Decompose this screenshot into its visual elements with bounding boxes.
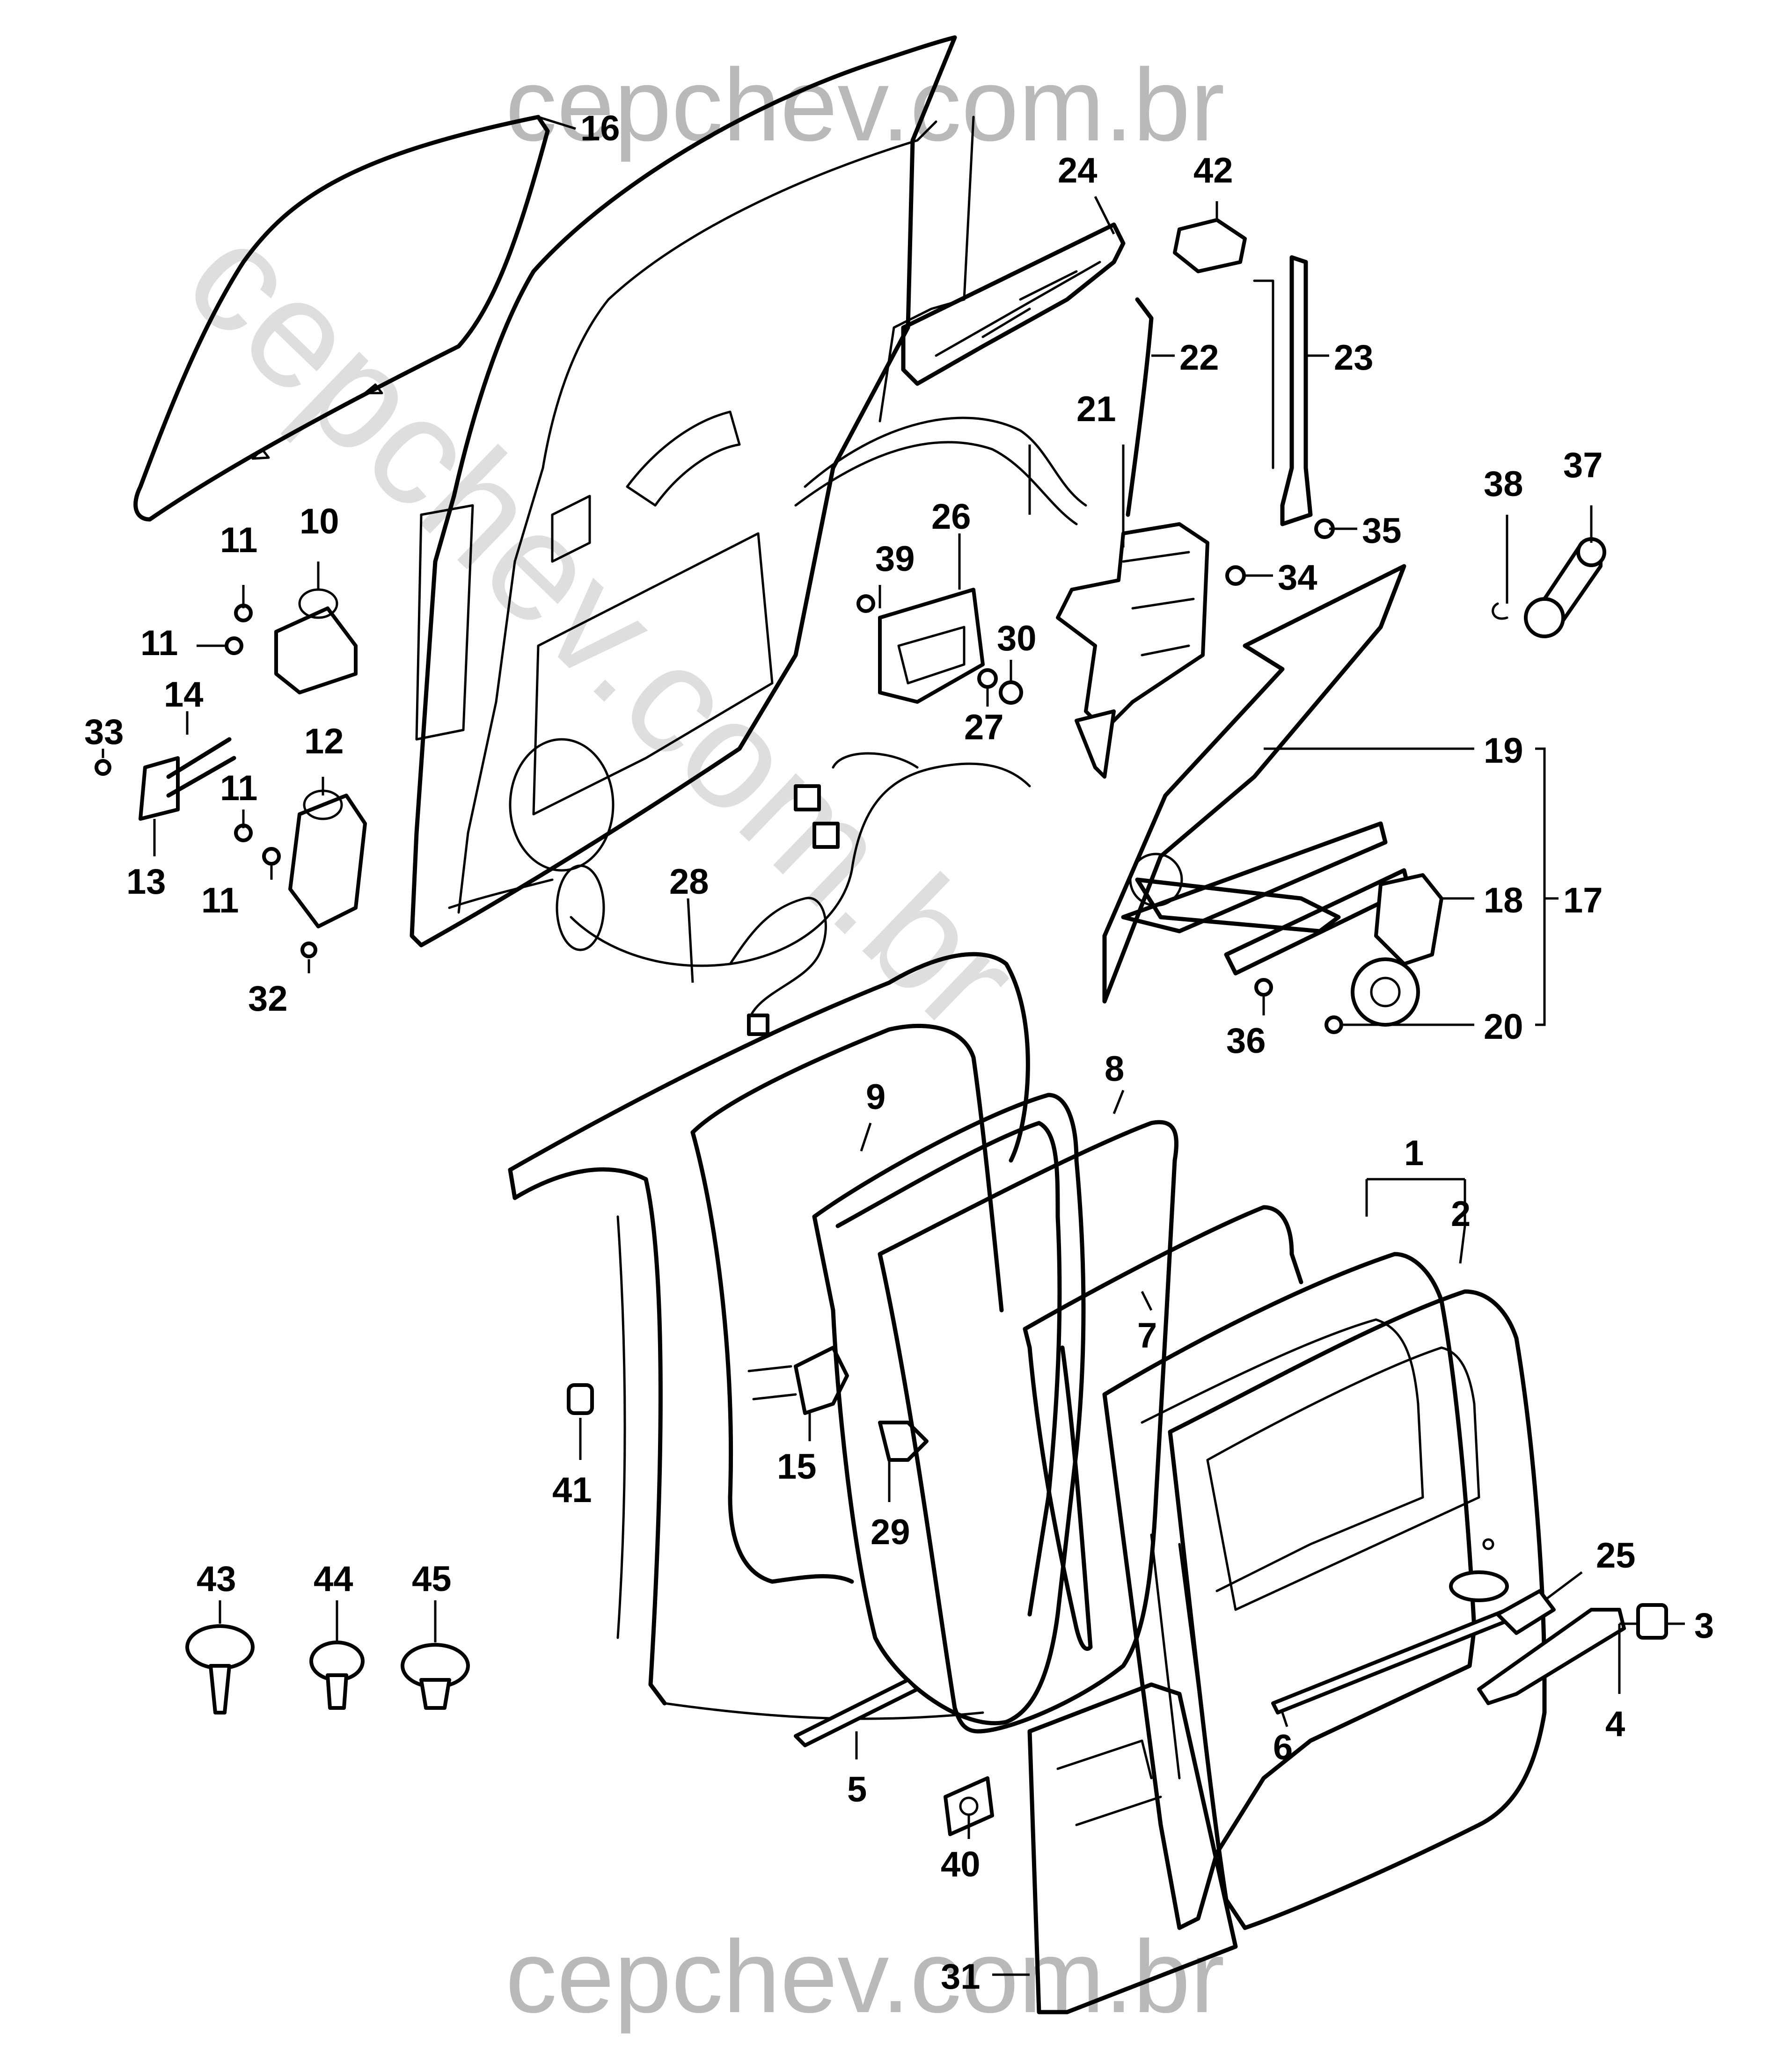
callout-28: 28 (669, 862, 709, 902)
clip-42 (1173, 218, 1247, 273)
callout-35: 35 (1362, 511, 1402, 551)
door-trim-panel (1027, 1682, 1238, 2014)
callout-17: 17 (1563, 881, 1603, 920)
handle-cavity (1449, 1570, 1509, 1602)
callout-12: 12 (304, 722, 344, 761)
callout-20: 20 (1484, 1007, 1523, 1047)
door-latch (1056, 522, 1209, 779)
belt-moulding-6 (1271, 1608, 1514, 1715)
callout-11b: 11 (140, 623, 178, 663)
nut-32 (300, 941, 317, 958)
callout-36: 36 (1226, 1021, 1266, 1061)
callout-32: 32 (248, 979, 288, 1019)
callout-6: 6 (1273, 1728, 1293, 1767)
handle-cap (1636, 1603, 1668, 1640)
callout-41: 41 (552, 1470, 592, 1510)
callout-5: 5 (847, 1770, 867, 1809)
bolt-27 (977, 668, 998, 689)
bolt-34 (1225, 565, 1246, 586)
callout-1: 1 (1404, 1133, 1424, 1173)
door-check-29 (878, 1421, 929, 1462)
callout-11c: 11 (220, 768, 257, 808)
callout-23: 23 (1334, 338, 1374, 378)
callout-26: 26 (931, 497, 971, 537)
callout-27: 27 (964, 708, 1004, 747)
callout-40: 40 (941, 1845, 981, 1884)
callout-15: 15 (777, 1447, 817, 1487)
door-glass (133, 115, 550, 522)
callout-31: 31 (941, 1957, 981, 1997)
callout-11a: 11 (220, 520, 257, 560)
callout-34: 34 (1278, 558, 1317, 598)
glass-run-channel-23 (1253, 255, 1313, 526)
glass-run-channel-7 (1023, 1205, 1303, 1651)
window-crank (1524, 537, 1606, 638)
door-outer-panel (1168, 1289, 1547, 1930)
door-check-strap (139, 737, 236, 821)
wiring-harness (556, 752, 1031, 1036)
door-weatherstrip (878, 1120, 1178, 1734)
fastener-39 (856, 594, 875, 613)
callout-43: 43 (197, 1559, 236, 1599)
sill-trim-5 (794, 1678, 919, 1747)
callout-14: 14 (164, 675, 204, 715)
callout-38: 38 (1484, 464, 1523, 504)
callout-2: 2 (1451, 1194, 1471, 1234)
callout-22: 22 (1179, 338, 1219, 378)
callout-16: 16 (580, 109, 620, 148)
clip-45 (401, 1643, 470, 1710)
callout-11d: 11 (201, 881, 239, 920)
bolt-36 (1254, 978, 1273, 997)
callout-44: 44 (314, 1559, 353, 1599)
watermark-bottom: cepchev.com.br (505, 1919, 1225, 2034)
callout-29: 29 (871, 1512, 910, 1552)
bumper-41 (567, 1383, 594, 1415)
callout-30: 30 (997, 619, 1037, 658)
outside-handle (1477, 1608, 1626, 1705)
callout-3: 3 (1694, 1606, 1714, 1646)
regulator-motor (1351, 873, 1443, 1027)
clip-44 (309, 1641, 365, 1710)
callout-25: 25 (1596, 1536, 1636, 1576)
bolt-11d (262, 847, 281, 866)
callout-21: 21 (1076, 389, 1116, 429)
nut-33 (95, 759, 111, 776)
callout-37: 37 (1563, 445, 1603, 485)
body-side-opening (508, 952, 1030, 1720)
callout-4: 4 (1605, 1704, 1625, 1744)
callout-18: 18 (1484, 881, 1523, 920)
lock-rod (1126, 297, 1154, 517)
callout-10: 10 (300, 502, 339, 541)
door-striker (747, 1346, 849, 1415)
bolt-11b (225, 636, 243, 655)
lower-hinge (288, 789, 367, 928)
callout-labels: 16 24 42 22 23 21 37 38 35 34 26 39 30 2… (84, 109, 1714, 1997)
callout-24: 24 (1058, 151, 1098, 190)
upper-hinge (274, 588, 358, 694)
clip-43 (185, 1624, 255, 1715)
callout-7: 7 (1137, 1316, 1157, 1356)
bracket-40 (944, 1776, 994, 1836)
callout-33: 33 (84, 712, 124, 752)
door-lock-module-upper (901, 222, 1126, 386)
inside-handle (878, 588, 985, 704)
callout-13: 13 (126, 862, 166, 902)
callout-45: 45 (412, 1559, 452, 1599)
door-inner-frame (410, 35, 975, 948)
leader-lines (102, 116, 1685, 1976)
body-weatherstrip (812, 1093, 1086, 1726)
crank-clip-38 (1492, 602, 1508, 620)
callout-19: 19 (1484, 731, 1523, 771)
bolt-20 (1325, 1015, 1343, 1034)
callout-39: 39 (875, 539, 915, 579)
handle-base-25 (1496, 1589, 1556, 1635)
callout-42: 42 (1193, 151, 1233, 190)
callout-8: 8 (1105, 1049, 1124, 1089)
lock-cables (794, 416, 1087, 525)
callout-9: 9 (866, 1077, 886, 1117)
cap-30 (999, 680, 1023, 705)
